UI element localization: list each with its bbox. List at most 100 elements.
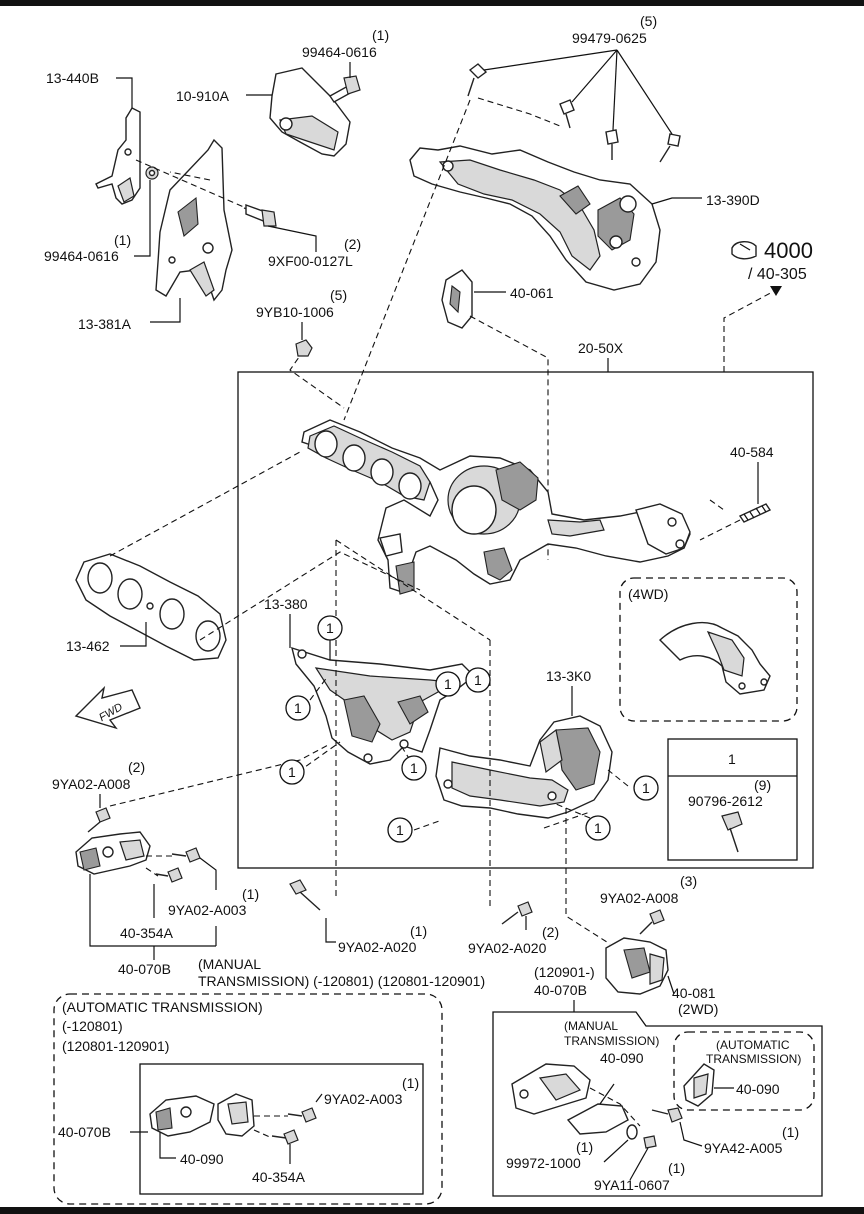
circle-1-c: 1 <box>288 764 296 780</box>
circle-1-d: 1 <box>410 760 418 776</box>
label-13-381A: 13-381A <box>78 316 132 332</box>
washer-99972[interactable] <box>626 1124 638 1140</box>
label-13-462: 13-462 <box>66 638 110 654</box>
automatic-inset-box <box>673 1031 815 1111</box>
bolt-99464-left[interactable] <box>145 166 159 180</box>
label-9YA02-A008-right-qty: (3) <box>680 873 697 889</box>
auto-40-090: 40-090 <box>180 1151 224 1167</box>
label-9YA02-A020-1: 9YA02-A020 <box>338 939 417 955</box>
gasket-13-462[interactable] <box>75 553 227 661</box>
label-13-3K0: 13-3K0 <box>546 668 591 684</box>
circle-1-h: 1 <box>594 820 602 836</box>
nut-9YA11[interactable] <box>643 1135 657 1149</box>
bolts-9YA02-A003[interactable] <box>155 847 201 883</box>
legend-num: 1 <box>728 751 736 767</box>
auto-40-070B: 40-070B <box>58 1124 111 1140</box>
bolt-9YA42-A005[interactable] <box>651 1107 683 1123</box>
auto-bolts-9YA02-A003[interactable] <box>271 1107 317 1145</box>
nut-9YB10[interactable] <box>295 339 313 357</box>
hand-pointer-icon <box>731 241 757 260</box>
right-99972-qty: (1) <box>576 1139 593 1155</box>
labels: 13-440B (1) 99464-0616 10-910A (5) 99479… <box>44 13 813 1193</box>
stud-40-584[interactable] <box>738 503 772 523</box>
right-manual-2: TRANSMISSION) <box>564 1034 659 1048</box>
right-99972: 99972-1000 <box>506 1155 581 1171</box>
auto-line2: (-120801) <box>62 1018 123 1034</box>
assembly-box-20-50X <box>237 371 814 869</box>
manifold-13-390D[interactable] <box>409 145 661 291</box>
right-9YA11-qty: (1) <box>668 1160 685 1176</box>
right-auto-1: (AUTOMATIC <box>716 1038 790 1052</box>
circle-1-g: 1 <box>396 822 404 838</box>
label-ref-sub: / 40-305 <box>748 266 807 283</box>
bolt-9YA02-A008-right[interactable] <box>639 909 665 935</box>
label-40-354A: 40-354A <box>120 925 174 941</box>
circle-1-a: 1 <box>326 620 334 636</box>
box-4wd <box>619 577 798 722</box>
heat-shield-10-910A[interactable] <box>269 67 351 157</box>
auto-9YA02-qty: (1) <box>402 1075 419 1091</box>
label-9YA02-A008-right: 9YA02-A008 <box>600 890 679 906</box>
bolt-9XF00[interactable] <box>243 204 277 227</box>
pipe-4wd[interactable] <box>658 621 771 695</box>
reference-4000[interactable] <box>731 241 757 260</box>
label-40-081: 40-081 <box>672 985 716 1001</box>
gasket-40-061[interactable] <box>441 269 473 329</box>
insulator-13-381A[interactable] <box>155 138 233 302</box>
mount-40-081[interactable] <box>605 937 669 995</box>
label-99464-top-qty: (1) <box>372 27 389 43</box>
label-9YA02-A003-qty: (1) <box>242 886 259 902</box>
label-9YA02-A020-1-qty: (1) <box>410 923 427 939</box>
right-9YA42-qty: (1) <box>782 1124 799 1140</box>
label-9XF00: 9XF00-0127L <box>268 253 353 269</box>
mount-40-354A[interactable] <box>75 831 151 875</box>
label-4wd: (4WD) <box>628 586 668 602</box>
right-40-090: 40-090 <box>600 1050 644 1066</box>
bolts-99479[interactable] <box>467 63 681 163</box>
label-40-584: 40-584 <box>730 444 774 460</box>
right-auto-2: TRANSMISSION) <box>706 1052 801 1066</box>
label-20-50X: 20-50X <box>578 340 624 356</box>
circle-1-e: 1 <box>474 672 482 688</box>
insulator-13-440B[interactable] <box>95 107 141 205</box>
auto-inner-box <box>139 1063 424 1195</box>
legend-box <box>667 738 798 861</box>
label-99464-top: 99464-0616 <box>302 44 377 60</box>
circle-1-f: 1 <box>444 676 452 692</box>
circle-1-i: 1 <box>642 780 650 796</box>
auto-mount-40-090[interactable] <box>149 1095 215 1137</box>
bottom-border <box>0 1207 864 1214</box>
bolt-9YA02-A020-right[interactable] <box>501 901 533 925</box>
bolt-9YA02-A008-left[interactable] <box>87 807 111 833</box>
label-9YA02-A008-left: 9YA02-A008 <box>52 776 131 792</box>
label-9YA02-A003: 9YA02-A003 <box>168 902 247 918</box>
insulator-13-3K0[interactable] <box>435 715 613 819</box>
label-manual-2: TRANSMISSION) (-120801) (120801-120901) <box>198 973 485 989</box>
label-99479-qty: (5) <box>640 13 657 29</box>
auto-mount-40-354A[interactable] <box>217 1093 255 1137</box>
label-13-390D: 13-390D <box>706 192 760 208</box>
label-9YA02-A008-left-qty: (2) <box>128 759 145 775</box>
label-40-070B: 40-070B <box>118 961 171 977</box>
right-transmission-box <box>492 1011 823 1197</box>
label-99479: 99479-0625 <box>572 30 647 46</box>
legend-qty: (9) <box>754 777 771 793</box>
right-mount-auto-40-090[interactable] <box>683 1063 715 1107</box>
right-mount-manual-40-090[interactable] <box>511 1063 629 1135</box>
insulator-13-380[interactable] <box>291 646 476 765</box>
bolt-9YA02-A020-left[interactable] <box>289 879 321 911</box>
bolt-99464-top[interactable] <box>328 75 361 103</box>
label-manual-1: (MANUAL <box>198 956 261 972</box>
right-9YA42: 9YA42-A005 <box>704 1140 783 1156</box>
right-auto-40-090: 40-090 <box>736 1081 780 1097</box>
right-9YA11: 9YA11-0607 <box>594 1177 670 1193</box>
label-9YB10: 9YB10-1006 <box>256 304 334 320</box>
auto-line1: (AUTOMATIC TRANSMISSION) <box>62 999 263 1015</box>
exhaust-manifold-catalyst[interactable] <box>301 419 691 595</box>
right-manual-1: (MANUAL <box>564 1019 618 1033</box>
legend-bolt-icon <box>721 811 743 853</box>
fwd-arrow-icon <box>74 685 141 730</box>
label-120901: (120901-) <box>534 964 595 980</box>
label-13-380: 13-380 <box>264 596 308 612</box>
